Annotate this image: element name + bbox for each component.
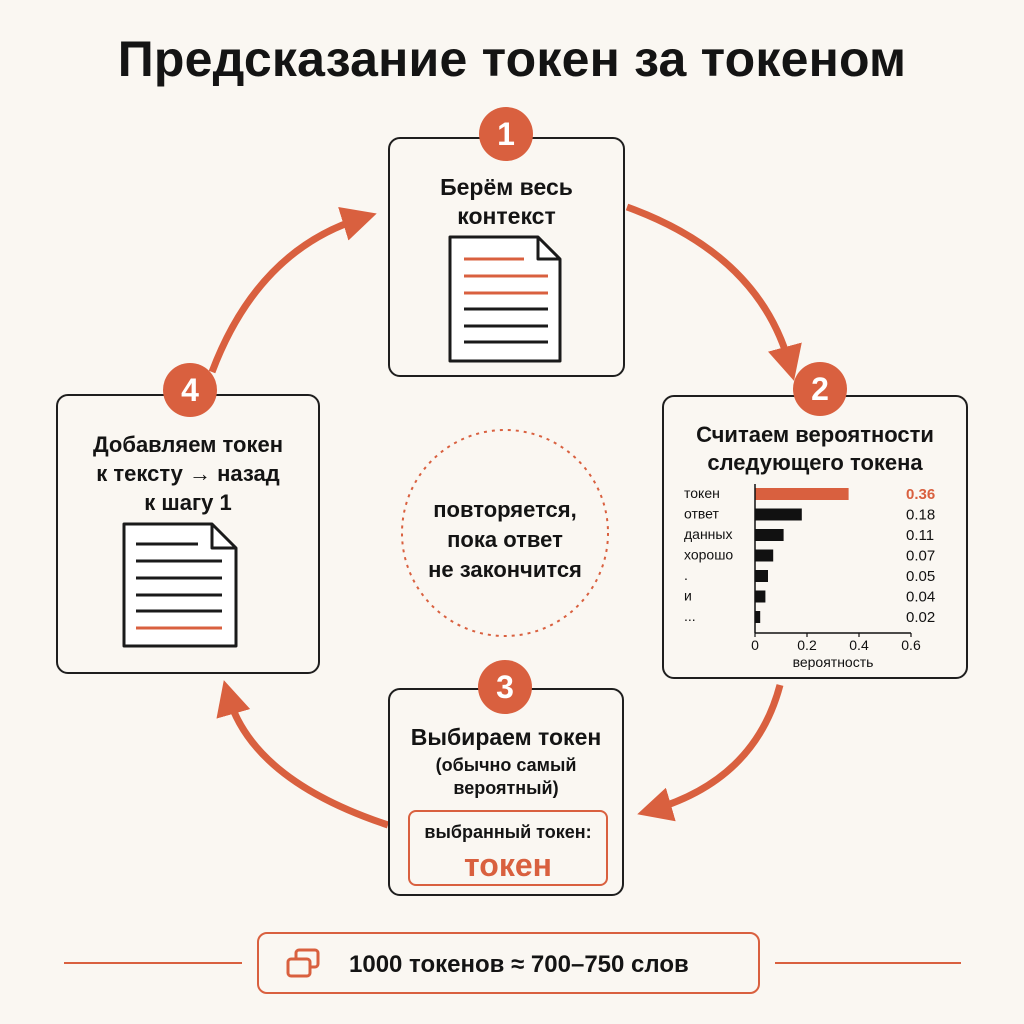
step-2-title: Считаем вероятности следующего токена [696,422,934,475]
probability-bar [755,570,768,582]
probability-bar [755,590,766,603]
step-3-title: Выбираем токен [410,724,602,750]
footer-line-left [64,962,242,964]
category-label: и [684,588,692,604]
category-label: . [684,567,688,583]
x-tick-label: 0 [751,637,759,653]
arrow-step4-to-step1 [208,207,377,374]
copy-icon [286,948,320,978]
category-label: ответ [684,506,719,522]
value-label: 0.02 [906,609,935,626]
category-label: ... [684,608,696,624]
step-3-card: Выбираем токен (обычно самый вероятный) … [388,688,624,896]
footer-text: 1000 токенов ≈ 700–750 слов [349,951,689,978]
value-label: 0.05 [906,568,935,585]
step-4-title: Добавляем токен к тексту → назад к шагу … [92,432,284,515]
category-label: токен [684,485,720,501]
chosen-token-label: выбранный токен: [424,822,592,842]
x-tick-label: 0.2 [797,637,817,653]
probability-bar [755,549,774,562]
x-tick-label: 0.6 [901,637,921,653]
arrow-step3-to-step4 [216,680,390,829]
probability-bar [755,508,802,521]
page-title: Предсказание токен за токеном [117,31,907,87]
step-3-subtitle: (обычно самый вероятный) [435,755,577,798]
step-4-card: Добавляем токен к тексту → назад к шагу … [56,394,320,674]
document-icon [448,235,562,363]
step-4-badge: 4 [163,363,217,417]
probability-bar [755,529,784,541]
step-2-badge: 2 [793,362,847,416]
loop-note: повторяется, пока ответ не закончится [428,497,582,582]
step-1-title: Берём весь контекст [440,174,573,229]
probability-bar-chart: токен 0.36 ответ 0.18 данных 0.11 хорошо 0.07. 0… [684,484,935,670]
value-label: 0.04 [906,589,935,606]
footer-line-right [775,962,961,964]
document-icon [122,522,238,648]
category-label: данных [684,526,732,542]
step-1-badge: 1 [479,107,533,161]
chosen-token-value: токен [464,847,552,883]
step-1-card: Берём весь контекст [388,137,625,377]
step-2-card: Считаем вероятности следующего токена то… [662,395,968,679]
category-label: хорошо [684,547,733,563]
step-3-badge: 3 [478,660,532,714]
value-label: 0.11 [906,527,934,544]
probability-bar [755,488,849,500]
chosen-token-box: выбранный токен: токен [408,810,608,886]
probability-bar [755,611,761,623]
x-tick-label: 0.4 [849,637,869,653]
value-label: 0.07 [906,548,935,565]
arrow-step2-to-step3 [637,684,784,822]
value-label: 0.36 [906,486,935,503]
value-label: 0.18 [906,507,935,524]
x-axis-label: вероятность [793,654,874,670]
arrow-step1-to-step2 [625,203,802,381]
loop-circle [401,429,609,637]
footer-box: 1000 токенов ≈ 700–750 слов [257,932,760,994]
